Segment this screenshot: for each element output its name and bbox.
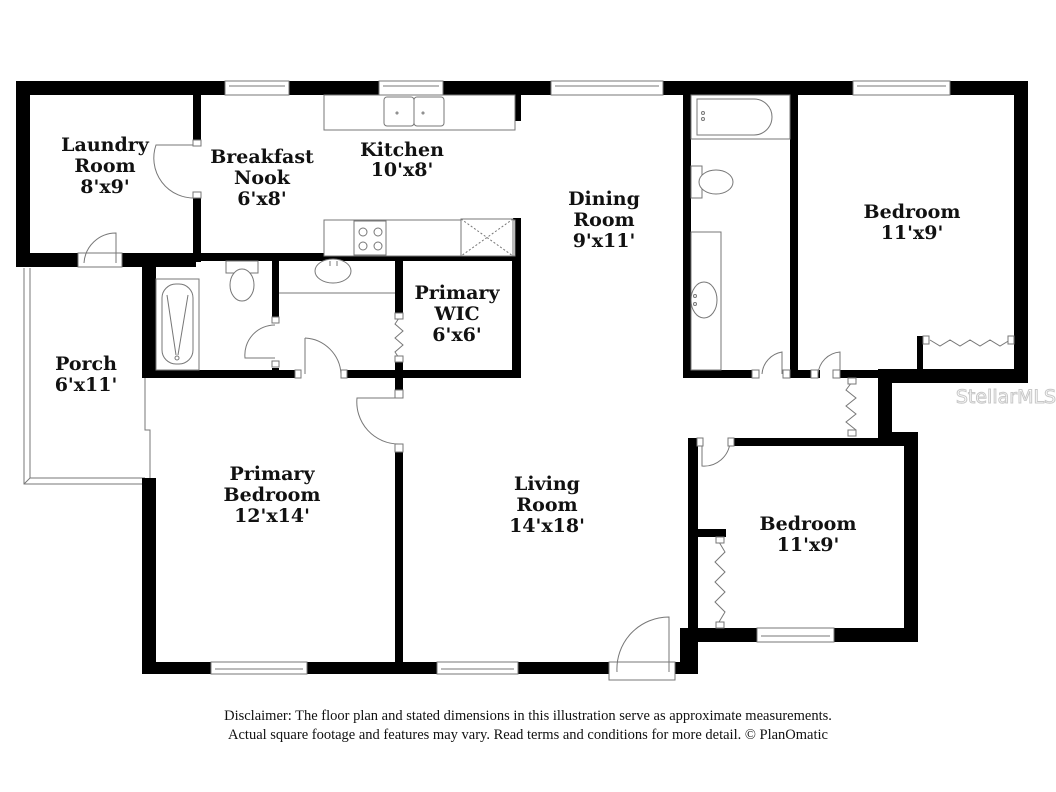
- svg-text:9'x11': 9'x11': [573, 230, 636, 252]
- primary-bath-fixtures: [155, 258, 395, 371]
- disclaimer-line-1: Disclaimer: The floor plan and stated di…: [224, 708, 832, 724]
- svg-text:11'x9': 11'x9': [777, 534, 840, 556]
- svg-text:6'x8': 6'x8': [237, 188, 286, 210]
- svg-text:Porch: Porch: [55, 353, 117, 375]
- svg-text:12'x14': 12'x14': [234, 505, 310, 527]
- disclaimer-line-2: Actual square footage and features may v…: [228, 727, 828, 743]
- room-label-primary-bedroom: Primary Bedroom 12'x14': [224, 463, 321, 527]
- svg-text:Breakfast: Breakfast: [210, 146, 314, 168]
- disclaimer: Disclaimer: The floor plan and stated di…: [0, 707, 1056, 745]
- kitchen-fixtures: [323, 94, 516, 257]
- svg-text:Kitchen: Kitchen: [360, 139, 444, 161]
- svg-text:6'x6': 6'x6': [432, 324, 481, 346]
- svg-text:10'x8': 10'x8': [371, 159, 434, 181]
- svg-text:Nook: Nook: [234, 167, 291, 189]
- room-label-living-room: Living Room 14'x18': [509, 473, 585, 537]
- svg-text:Primary: Primary: [230, 463, 316, 485]
- svg-text:Room: Room: [74, 155, 135, 177]
- interior-walls: [142, 81, 923, 674]
- room-label-breakfast-nook: Breakfast Nook 6'x8': [210, 146, 314, 210]
- room-label-laundry: Laundry Room 8'x9': [61, 134, 150, 198]
- svg-text:14'x18': 14'x18': [509, 515, 585, 537]
- svg-text:6'x11': 6'x11': [55, 374, 118, 396]
- room-label-bedroom-ne: Bedroom 11'x9': [864, 201, 961, 244]
- svg-text:Laundry: Laundry: [61, 134, 150, 156]
- svg-text:Room: Room: [573, 209, 634, 231]
- svg-text:Primary: Primary: [415, 282, 501, 304]
- doors: [77, 139, 1015, 681]
- room-label-dining-room: Dining Room 9'x11': [568, 188, 640, 252]
- svg-text:Dining: Dining: [568, 188, 640, 210]
- room-label-porch: Porch 6'x11': [55, 353, 118, 396]
- room-label-bedroom-se: Bedroom 11'x9': [760, 513, 857, 556]
- room-label-primary-wic: Primary WIC 6'x6': [415, 282, 501, 346]
- svg-text:8'x9': 8'x9': [80, 176, 129, 198]
- svg-text:Bedroom: Bedroom: [224, 484, 321, 506]
- room-label-kitchen: Kitchen 10'x8': [360, 139, 444, 181]
- svg-text:Bedroom: Bedroom: [760, 513, 857, 535]
- svg-text:Bedroom: Bedroom: [864, 201, 961, 223]
- svg-text:11'x9': 11'x9': [881, 222, 944, 244]
- windows: [210, 80, 951, 675]
- stellarmls-watermark: StellarMLS: [956, 386, 1056, 408]
- svg-text:WIC: WIC: [433, 303, 479, 325]
- svg-text:Room: Room: [516, 494, 577, 516]
- hall-bath-fixtures: [690, 94, 791, 371]
- svg-text:Living: Living: [514, 473, 580, 495]
